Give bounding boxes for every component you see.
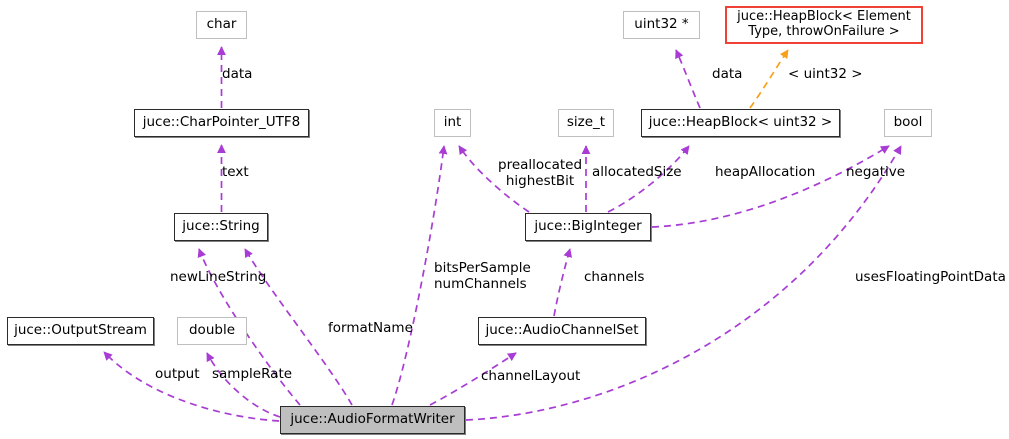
edge-label-channels: channels: [584, 269, 645, 285]
node-juce-audiochannelset-label: juce::AudioChannelSet: [485, 322, 639, 339]
node-juce-charpointer-utf8[interactable]: juce::CharPointer_UTF8: [134, 109, 309, 137]
edge-audiochannelset-biginteger: [553, 248, 572, 317]
node-double[interactable]: double: [177, 317, 247, 345]
node-juce-heapblock-uint32[interactable]: juce::HeapBlock< uint32 >: [641, 109, 840, 137]
node-juce-charpointer-utf8-label: juce::CharPointer_UTF8: [142, 114, 301, 131]
edge-label-usesfloatingpointdata: usesFloatingPointData: [855, 269, 1006, 285]
edge-writer-outputstream: [103, 351, 280, 422]
edge-label-samplerate: sampleRate: [212, 366, 293, 382]
node-bool[interactable]: bool: [884, 109, 932, 137]
edge-label-allocatedsize: allocatedSize: [592, 164, 682, 180]
node-bool-label: bool: [893, 114, 923, 131]
edge-writer-string-formatname: [244, 248, 353, 406]
node-uint32-pointer[interactable]: uint32 *: [623, 11, 700, 39]
node-juce-audioformatwriter[interactable]: juce::AudioFormatWriter: [280, 406, 465, 434]
edge-writer-double: [206, 352, 281, 418]
node-uint32-pointer-label: uint32 *: [634, 16, 689, 33]
node-int-label: int: [443, 114, 462, 131]
edge-label-bitspersample-numchannels: bitsPerSample numChannels: [434, 260, 531, 292]
edge-writer-int: [391, 145, 448, 406]
node-juce-biginteger-label: juce::BigInteger: [534, 218, 642, 235]
edge-label-text: text: [222, 164, 249, 180]
edge-label-negative: negative: [846, 164, 906, 180]
node-heapblock-template[interactable]: juce::HeapBlock< Element Type, throwOnFa…: [725, 6, 923, 44]
edge-label-output: output: [155, 366, 200, 382]
edge-writer-audiochannelset: [429, 352, 517, 406]
node-heapblock-template-label: juce::HeapBlock< Element Type, throwOnFa…: [737, 9, 911, 39]
node-juce-audioformatwriter-label: juce::AudioFormatWriter: [290, 411, 455, 428]
edge-label-uint32-template-arg: < uint32 >: [788, 66, 863, 82]
edge-writer-bool: [465, 145, 902, 421]
edge-label-data-char: data: [222, 66, 253, 82]
node-char[interactable]: char: [196, 11, 247, 39]
node-juce-outputstream[interactable]: juce::OutputStream: [7, 317, 154, 345]
edge-label-formatname: formatName: [328, 320, 413, 336]
edge-heapblock-uint32p: [675, 49, 701, 109]
node-juce-heapblock-uint32-label: juce::HeapBlock< uint32 >: [648, 114, 833, 131]
node-juce-string-label: juce::String: [182, 218, 260, 235]
edge-biginteger-bool: [651, 145, 890, 228]
node-size-t[interactable]: size_t: [558, 109, 614, 137]
edge-label-newlinestring: newLineString: [170, 269, 267, 285]
node-juce-outputstream-label: juce::OutputStream: [14, 322, 147, 339]
edge-label-data-uint32: data: [712, 66, 743, 82]
edge-biginteger-int: [458, 145, 530, 213]
node-int[interactable]: int: [434, 109, 471, 137]
edge-label-heapallocation: heapAllocation: [715, 164, 816, 180]
edge-label-preallocated-highestbit: preallocated highestBit: [498, 157, 583, 189]
node-double-label: double: [188, 322, 235, 339]
edge-label-channellayout: channelLayout: [481, 368, 581, 384]
node-juce-audiochannelset[interactable]: juce::AudioChannelSet: [478, 317, 646, 345]
edge-heapblock-template: [749, 49, 789, 109]
node-size-t-label: size_t: [566, 114, 606, 131]
node-char-label: char: [206, 16, 237, 33]
node-juce-biginteger[interactable]: juce::BigInteger: [525, 213, 651, 241]
edge-writer-string-newline: [197, 248, 301, 406]
node-juce-string[interactable]: juce::String: [174, 213, 268, 241]
